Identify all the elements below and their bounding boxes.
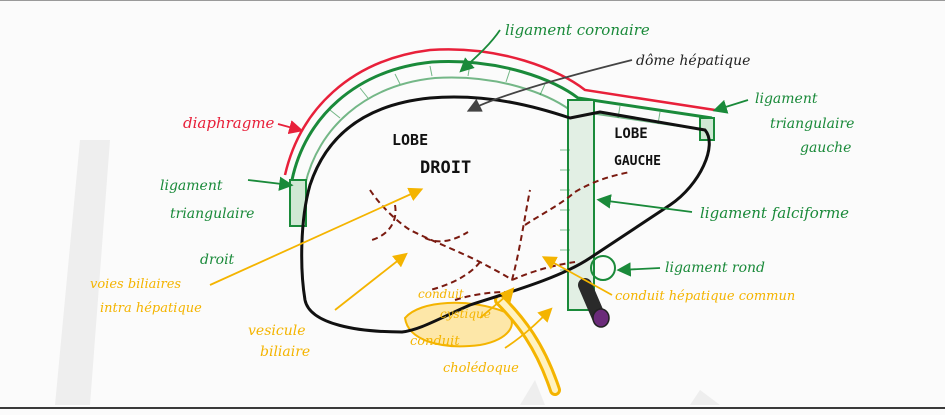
label-conduit-hepatique-commun: conduit hépatique commun [615, 289, 795, 304]
coronary-ligament-band-inner [304, 76, 707, 186]
label-lobe-droit-2: DROIT [420, 158, 471, 178]
label-lobe-gauche-1: LOBE [614, 126, 648, 142]
falciform-ligament [567, 99, 595, 311]
label-lig-tri-droit-1: ligament [160, 178, 223, 194]
liver-outline [300, 95, 711, 334]
label-voies-biliaires-2: intra hépatique [100, 301, 202, 316]
diaphragm-line [283, 48, 716, 176]
label-vesicule-1: vesicule [248, 323, 305, 339]
label-vesicule-2: biliaire [260, 344, 310, 360]
labels: ligament coronaire dôme hépatique diaphr… [90, 21, 854, 376]
label-ligament-rond: ligament rond [665, 260, 765, 276]
label-conduit-cystique-2: cystique [440, 307, 491, 321]
label-conduit-choledoque-2: cholédoque [443, 361, 519, 376]
label-lig-tri-droit-2: triangulaire [170, 206, 254, 222]
label-conduit-cystique-1: conduit [418, 287, 464, 301]
arrows [209, 29, 749, 349]
label-conduit-choledoque-1: conduit [410, 334, 460, 349]
label-lobe-gauche-2: GAUCHE [614, 154, 661, 169]
round-ligament-end [592, 308, 610, 328]
label-dome-hepatique: dôme hépatique [636, 53, 750, 69]
watermark [55, 140, 720, 405]
label-ligament-falciforme: ligament falciforme [700, 204, 849, 222]
round-ligament-circle [590, 255, 616, 281]
label-lobe-droit-1: LOBE [392, 131, 428, 149]
coronary-ligament-band [290, 60, 713, 181]
label-lig-tri-gauche-3: gauche [800, 140, 851, 156]
label-lig-tri-gauche-1: ligament [755, 91, 818, 107]
label-lig-tri-droit-3: droit [200, 252, 235, 268]
label-diaphragme: diaphragme [183, 114, 275, 132]
lobe-labels: LOBE DROIT LOBE GAUCHE [392, 126, 661, 178]
coronary-ligament-hatching [329, 63, 661, 125]
label-lig-tri-gauche-2: triangulaire [770, 116, 854, 132]
label-voies-biliaires-1: voies biliaires [90, 277, 181, 292]
label-ligament-coronaire: ligament coronaire [505, 21, 650, 39]
common-bile-duct-fill [497, 297, 558, 393]
